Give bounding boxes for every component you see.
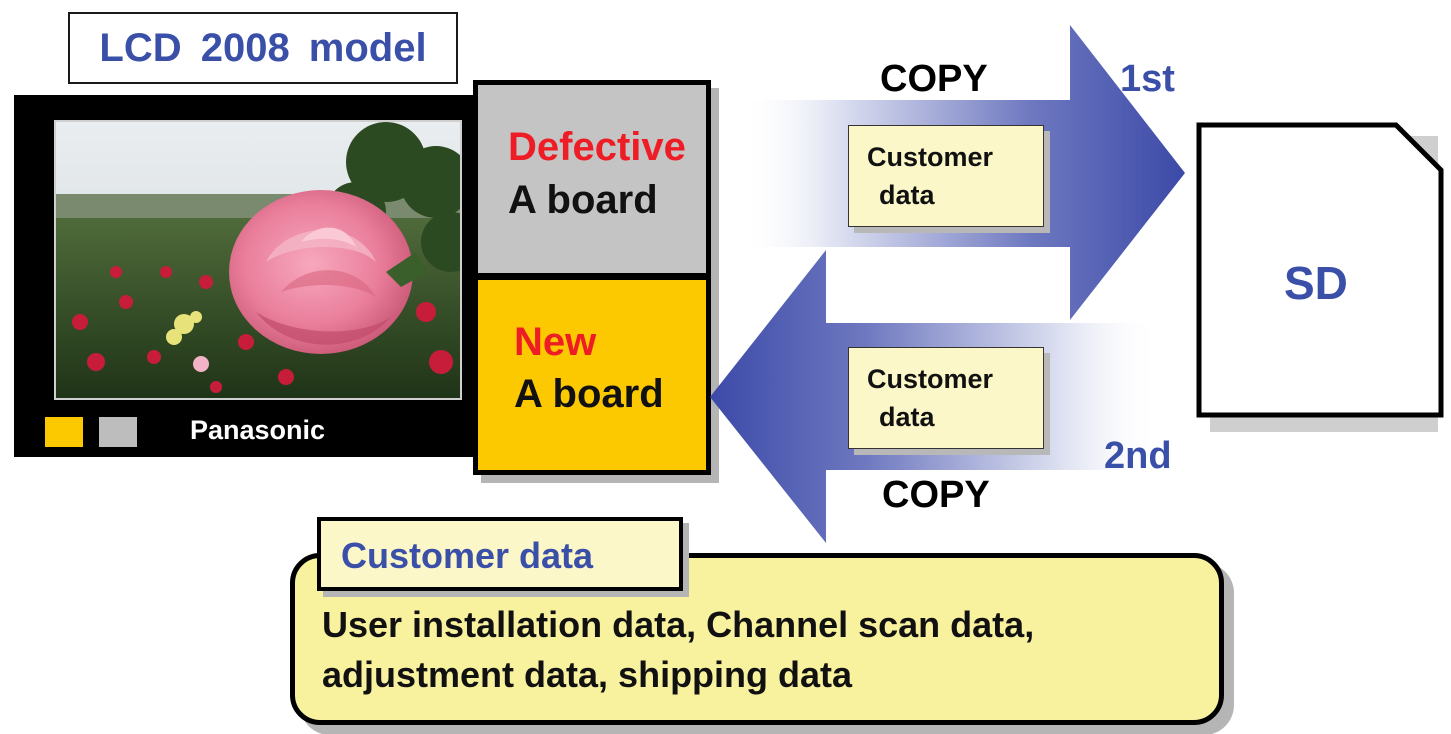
copy-out-order: 1st xyxy=(1120,58,1175,100)
new-board-name: A board xyxy=(514,372,664,416)
defective-label: Defective xyxy=(508,125,686,169)
info-line-1: User installation data, Channel scan dat… xyxy=(322,604,1035,645)
rose-photo xyxy=(56,122,460,398)
model-title: LCD 2008 model xyxy=(68,12,458,84)
info-line-2: adjustment data, shipping data xyxy=(322,654,853,695)
customer-data-card-in: Customer data xyxy=(848,347,1044,449)
defective-a-board: Defective A board xyxy=(473,80,711,278)
copy-in-label: COPY xyxy=(882,474,990,516)
copy-in-order: 2nd xyxy=(1104,435,1172,477)
new-a-board: New A board xyxy=(473,275,711,475)
copy-out-label: COPY xyxy=(880,58,988,100)
customer-data-card-out: Customer data xyxy=(848,125,1044,227)
customer-data-heading: Customer data xyxy=(317,517,683,591)
defective-board-name: A board xyxy=(508,178,658,222)
sd-label: SD xyxy=(1284,257,1348,309)
yellow-indicator xyxy=(45,417,83,447)
tv-screen-photo xyxy=(54,120,462,400)
new-label: New xyxy=(514,320,597,364)
gray-indicator xyxy=(99,417,137,447)
sd-card-icon xyxy=(1196,122,1444,418)
tv-brand: Panasonic xyxy=(190,415,326,445)
